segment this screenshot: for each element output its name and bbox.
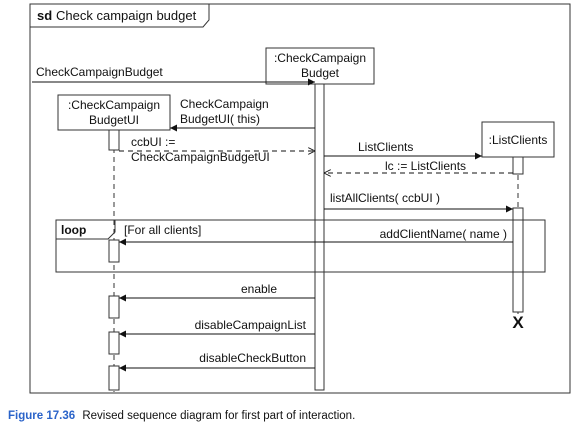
loop-operator-tab — [56, 220, 116, 240]
ui-activation-4 — [108, 331, 120, 355]
msg-return-ui-label-1: ccbUI := — [131, 135, 175, 149]
caption-number: Figure 17.36 — [8, 410, 76, 422]
figure-caption: Figure 17.36 Revised sequence diagram fo… — [8, 410, 355, 422]
ui-lifeline-label-2: BudgetUI — [89, 113, 139, 127]
msg-create-ui-label-2: BudgetUI( this) — [180, 112, 260, 126]
msg-disable-button-label: disableCheckButton — [199, 351, 306, 365]
budget-lifeline-label-1: :CheckCampaign — [274, 51, 366, 65]
budget-lifeline-label-2: Budget — [301, 66, 340, 80]
ui-activation-1 — [108, 129, 120, 151]
ui-lifeline-head — [57, 94, 171, 131]
msg-entry-label: CheckCampaignBudget — [36, 65, 163, 79]
frame-border — [29, 3, 571, 394]
clients-activation-1 — [512, 156, 524, 175]
msg-create-clients-label: ListClients — [358, 140, 413, 154]
caption-text: Revised sequence diagram for first part … — [82, 410, 356, 422]
loop-guard-label: [For all clients] — [124, 223, 201, 237]
msg-disable-list-label: disableCampaignList — [195, 318, 307, 332]
frame-title: Check campaign budget — [56, 8, 197, 23]
budget-lifeline-head — [265, 47, 375, 85]
clients-lifeline-head — [481, 121, 555, 158]
frame-tab — [30, 4, 210, 28]
ui-activation-2 — [108, 239, 120, 263]
clients-destruction-mark: X — [512, 313, 524, 332]
msg-add-name-label: addClientName( name ) — [380, 227, 507, 241]
loop-fragment — [55, 219, 546, 273]
clients-activation-2 — [512, 207, 524, 313]
budget-activation-bar — [314, 83, 325, 391]
ui-lifeline-label-1: :CheckCampaign — [68, 98, 160, 112]
ui-activation-5 — [108, 365, 120, 391]
loop-operator-label: loop — [61, 223, 86, 237]
msg-list-all-label: listAllClients( ccbUI ) — [330, 191, 440, 205]
ui-activation-3 — [108, 295, 120, 319]
msg-return-ui-label-2: CheckCampaignBudgetUI — [131, 150, 270, 164]
msg-create-ui-label-1: CheckCampaign — [180, 97, 269, 111]
frame-keyword: sd — [37, 8, 52, 23]
msg-enable-label: enable — [241, 282, 277, 296]
clients-lifeline-label: :ListClients — [489, 133, 548, 147]
msg-return-clients-label: lc := ListClients — [385, 159, 466, 173]
